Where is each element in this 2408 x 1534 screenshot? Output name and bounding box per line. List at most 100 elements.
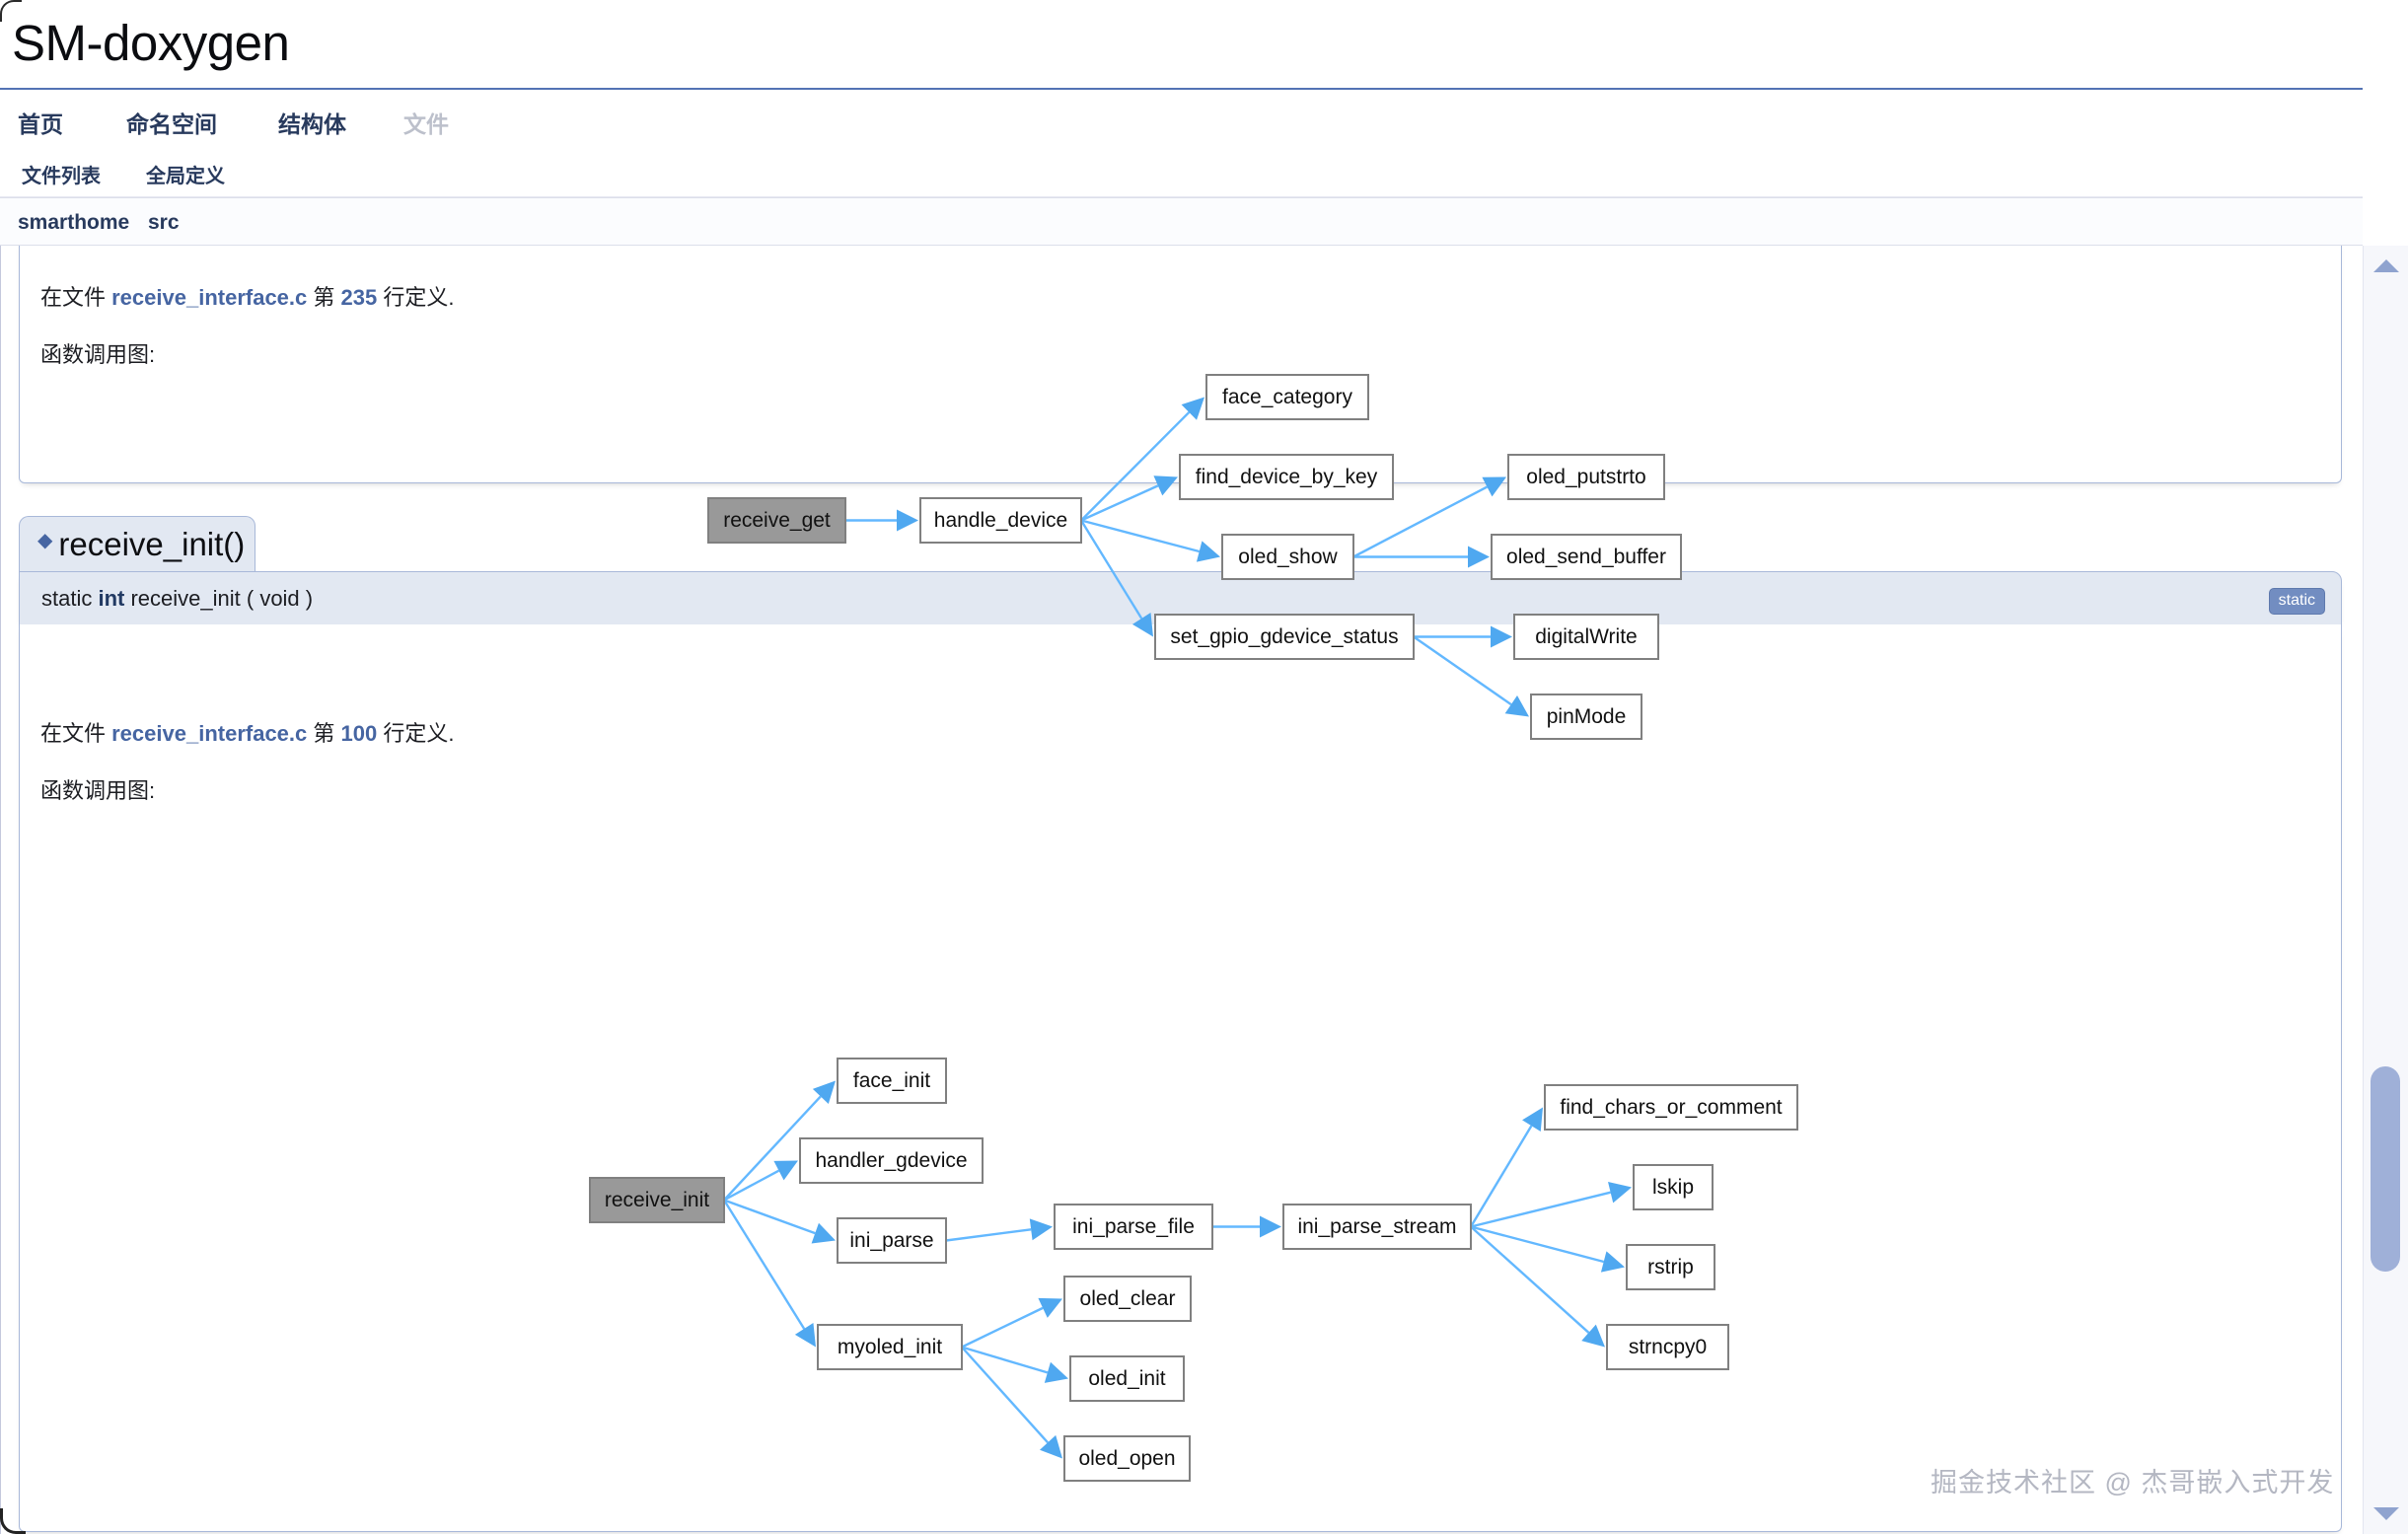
tab-home[interactable]: 首页 <box>18 111 63 137</box>
arrowhead-icon <box>1482 476 1506 497</box>
graph-node-box <box>919 497 1082 544</box>
breadcrumb-smarthome[interactable]: smarthome <box>18 211 130 234</box>
graph-node-label: ini_parse_stream <box>1297 1215 1456 1238</box>
scrollbar-thumb[interactable] <box>2371 1066 2400 1272</box>
graph-node[interactable]: ini_parse_stream <box>1282 1204 1472 1250</box>
graph-node[interactable]: receive_get <box>707 497 846 544</box>
call-graph-receive-init[interactable]: receive_init face_init handler_gdevice ini_… <box>1 246 1857 1534</box>
graph-node[interactable]: oled_show <box>1221 534 1354 580</box>
scroll-up-arrow[interactable] <box>2372 259 2399 272</box>
graph-node-box <box>837 1058 947 1104</box>
graph-node[interactable]: ini_parse_file <box>1054 1204 1213 1250</box>
arrowhead-icon <box>1491 625 1512 648</box>
graph-node[interactable]: receive_init <box>589 1177 725 1223</box>
call-edge <box>722 1199 806 1330</box>
graph-node-box <box>589 1177 725 1223</box>
graph-node[interactable]: digitalWrite <box>1513 614 1659 660</box>
graph-node[interactable]: set_gpio_gdevice_status <box>1154 614 1415 660</box>
breadcrumb-src[interactable]: src <box>148 211 180 234</box>
graph-node[interactable]: rstrip <box>1626 1244 1715 1290</box>
graph-node-label: oled_send_buffer <box>1506 546 1666 568</box>
arrowhead-icon <box>1468 546 1490 568</box>
graph-node[interactable]: find_chars_or_comment <box>1544 1084 1798 1131</box>
graph-node[interactable]: handler_gdevice <box>799 1137 984 1184</box>
def-prefix: 在文件 <box>40 285 112 310</box>
window-corner-top-left <box>0 0 22 22</box>
call-edge <box>945 1228 1032 1242</box>
member-title: receive_init() <box>58 526 246 562</box>
graph-node-label: oled_init <box>1088 1367 1165 1390</box>
graph-node-label: receive_get <box>723 509 831 532</box>
arrowhead-icon <box>1153 475 1178 496</box>
watermark-text: 掘金技术社区 @ 杰哥嵌入式开发 <box>1931 1468 2335 1497</box>
graph-node[interactable]: handle_device <box>919 497 1082 544</box>
call-edge <box>723 1169 780 1202</box>
member-signature: static int receive_init ( void ) <box>41 586 313 612</box>
call-edge <box>1352 485 1489 558</box>
memdoc-panel-receive-get <box>19 246 2342 483</box>
tab-namespaces[interactable]: 命名空间 <box>126 111 217 137</box>
arrowhead-icon <box>897 509 918 532</box>
call-edge <box>1080 519 1201 553</box>
arrowhead-icon <box>1600 1251 1625 1273</box>
tab-files[interactable]: 文件 <box>403 111 449 137</box>
graph-node-box <box>1606 1324 1729 1370</box>
def-mid: 第 <box>307 285 341 310</box>
diamond-bullet-icon: ◆ <box>37 529 53 551</box>
graph-node[interactable]: find_device_by_key <box>1179 454 1394 500</box>
graph-node-label: oled_show <box>1238 546 1338 568</box>
def-file-link[interactable]: receive_interface.c <box>111 285 308 310</box>
scroll-down-arrow[interactable] <box>2372 1507 2399 1520</box>
graph-node-box <box>817 1324 963 1370</box>
graph-node[interactable]: oled_clear <box>1063 1276 1192 1322</box>
graph-node-box <box>1282 1204 1472 1250</box>
tab-structs[interactable]: 结构体 <box>278 111 346 137</box>
graph-node[interactable]: strncpy0 <box>1606 1324 1729 1370</box>
def2-mid: 第 <box>307 721 341 746</box>
graph-node-label: lskip <box>1652 1176 1694 1199</box>
status-badge-static: static <box>2268 588 2325 615</box>
vertical-scrollbar[interactable] <box>2363 246 2408 1534</box>
graph-node[interactable]: oled_putstrto <box>1507 454 1665 500</box>
graph-node[interactable]: oled_open <box>1063 1435 1191 1482</box>
call-edge <box>1470 1191 1611 1228</box>
graph-node[interactable]: ini_parse <box>837 1217 947 1264</box>
call-edge <box>1080 484 1159 522</box>
call-edge <box>961 1346 1049 1374</box>
graph-node-box <box>1530 694 1642 740</box>
callgraph-label-2: 函数调用图: <box>40 778 156 803</box>
graph-node[interactable]: myoled_init <box>817 1324 963 1370</box>
graph-node[interactable]: oled_init <box>1069 1355 1185 1402</box>
page-title: SM-doxygen <box>12 15 290 71</box>
call-edge <box>723 1095 822 1202</box>
def-line-link[interactable]: 235 <box>340 285 378 310</box>
graph-node-label: find_chars_or_comment <box>1560 1096 1782 1119</box>
graph-node-label: oled_open <box>1078 1447 1175 1470</box>
arrowhead-icon <box>1044 1361 1068 1383</box>
graph-node[interactable]: pinMode <box>1530 694 1642 740</box>
definition-line-receive-get: 在文件 receive_interface.c 第 235 行定义. <box>40 280 454 312</box>
graph-node[interactable]: face_init <box>837 1058 947 1104</box>
graph-node-label: face_init <box>853 1069 930 1092</box>
graph-node[interactable]: face_category <box>1205 374 1369 420</box>
graph-node-label: handle_device <box>934 509 1067 532</box>
def2-file-link[interactable]: receive_interface.c <box>111 721 308 746</box>
graph-node-box <box>1069 1355 1185 1402</box>
graph-node[interactable]: oled_send_buffer <box>1491 534 1682 580</box>
graph-node-label: digitalWrite <box>1535 625 1637 648</box>
signature-params: ( void ) <box>246 586 314 611</box>
call-edge <box>961 1306 1044 1349</box>
primary-tab-bar: 首页 命名空间 结构体 文件 <box>0 92 2363 146</box>
arrowhead-icon <box>1196 541 1220 562</box>
def2-line-link[interactable]: 100 <box>340 721 378 746</box>
graph-node-label: face_category <box>1222 386 1352 408</box>
arrowhead-icon <box>794 1323 816 1348</box>
tab-globals[interactable]: 全局定义 <box>146 166 225 187</box>
graph-node[interactable]: lskip <box>1633 1164 1714 1210</box>
arrowhead-icon <box>1504 695 1529 717</box>
arrowhead-icon <box>1608 1181 1632 1204</box>
call-edge <box>961 1346 1049 1444</box>
tab-file-list[interactable]: 文件列表 <box>22 166 101 187</box>
graph-node-label: pinMode <box>1547 705 1627 728</box>
